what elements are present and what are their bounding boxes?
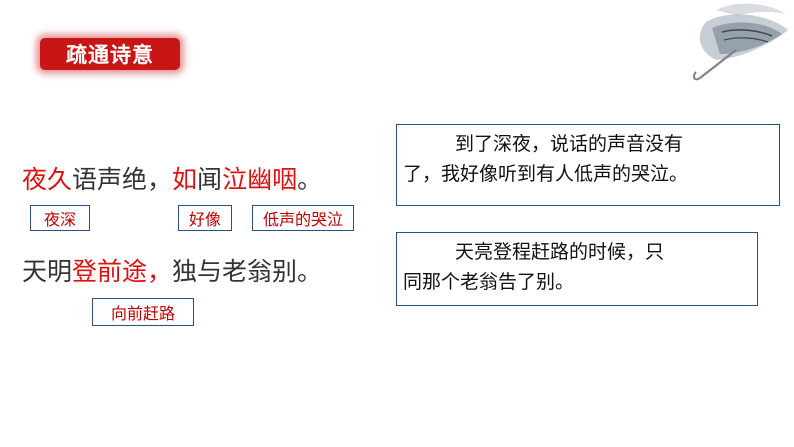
poem-word-deng-qian-tu: 登前途， xyxy=(72,257,173,286)
note-ru: 好像 xyxy=(178,205,232,231)
note-text: 好像 xyxy=(188,210,221,229)
translation-line: 了，我好像听到有人低声的哭泣。 xyxy=(403,163,689,185)
ink-umbrella-icon xyxy=(692,3,788,81)
note-text: 向前赶路 xyxy=(110,304,175,323)
poem-word-qi-you-ye: 泣幽咽 xyxy=(222,165,298,194)
translation-box-1: 到了深夜，说话的声音没有 了，我好像听到有人低声的哭泣。 xyxy=(396,124,780,206)
translation-line: 同那个老翁告了别。 xyxy=(403,271,575,293)
translation-box-2: 天亮登程赶路的时候，只 同那个老翁告了别。 xyxy=(396,232,758,306)
section-title-badge: 疏通诗意 xyxy=(40,38,180,70)
translation-line: 天亮登程赶路的时候，只 xyxy=(455,241,665,263)
poem-word-ye-jiu: 夜久 xyxy=(22,165,73,194)
poem-line-2: 天明登前途，独与老翁别。 xyxy=(22,252,322,288)
note-ye-jiu: 夜深 xyxy=(30,205,90,231)
note-qi-you-ye: 低声的哭泣 xyxy=(252,205,354,231)
poem-text: 天明 xyxy=(22,257,73,286)
translation-line: 到了深夜，说话的声音没有 xyxy=(455,133,684,155)
poem-word-ru: 如 xyxy=(172,165,198,194)
note-text: 低声的哭泣 xyxy=(262,210,343,229)
note-deng-qian-tu: 向前赶路 xyxy=(92,298,194,326)
poem-text: 独与老翁别。 xyxy=(172,257,323,286)
section-title: 疏通诗意 xyxy=(66,43,154,67)
poem-punct: 。 xyxy=(297,165,323,194)
poem-text: 语声绝， xyxy=(72,165,173,194)
poem-text: 闻 xyxy=(197,165,223,194)
note-text: 夜深 xyxy=(43,210,76,229)
poem-line-1: 夜久语声绝，如闻泣幽咽。 xyxy=(22,160,322,196)
